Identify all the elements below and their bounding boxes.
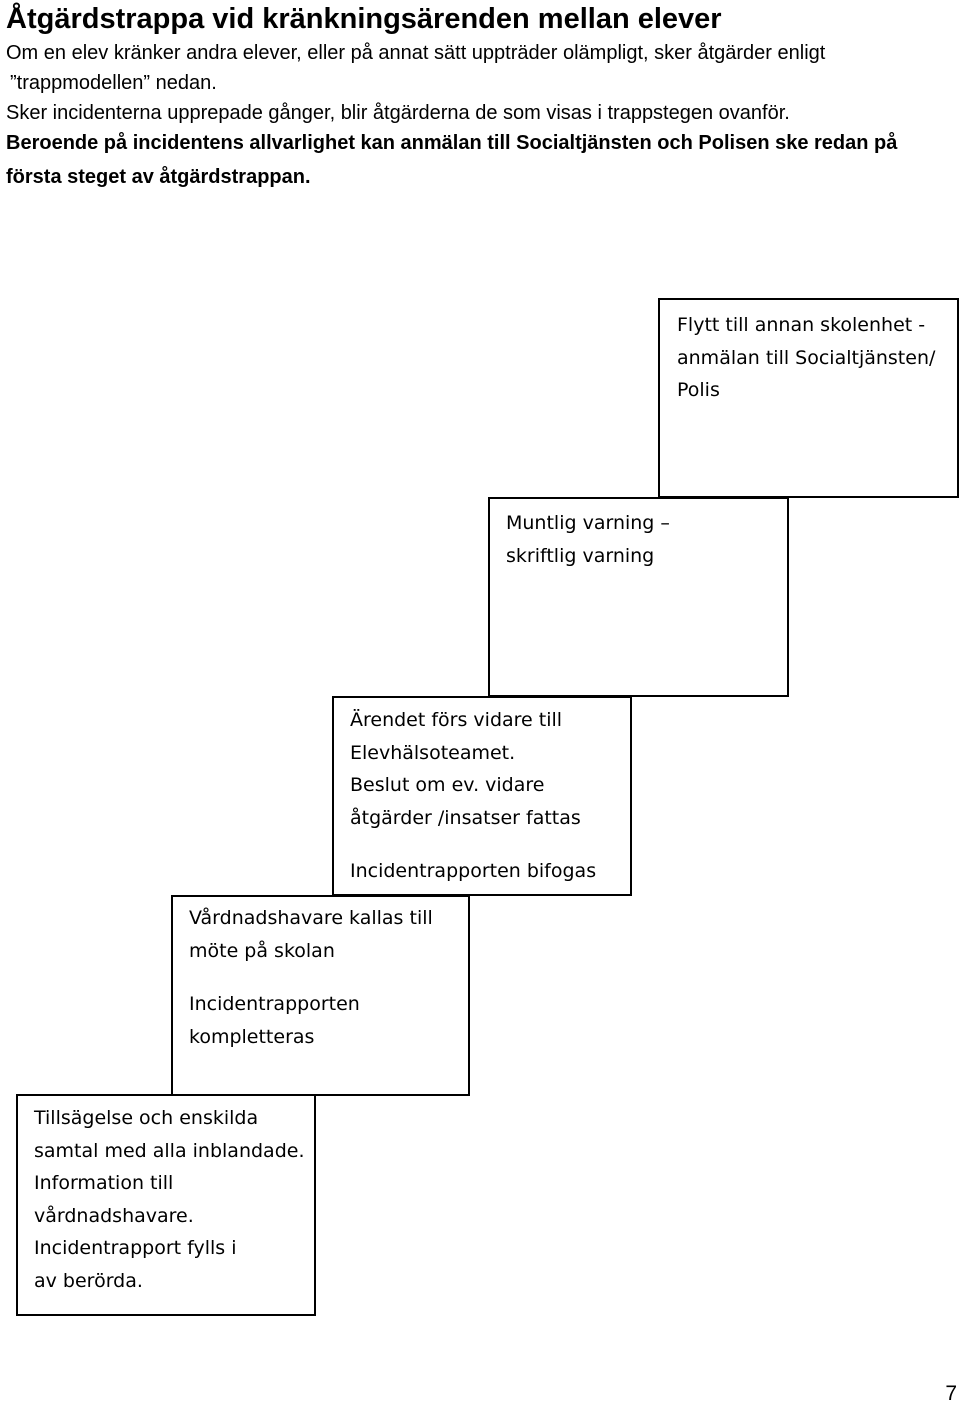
stair-step-1: Tillsägelse och enskilda samtal med alla…	[16, 1094, 316, 1316]
step-2-text-line: Vårdnadshavare kallas till	[189, 907, 433, 929]
step-3-spacer	[350, 834, 630, 855]
step-5-text-line: anmälan till Socialtjänsten/	[677, 346, 936, 369]
step-1-text-line: av berörda.	[34, 1269, 143, 1292]
step-1-text-line: Incidentrapport fylls i	[34, 1237, 237, 1259]
step-3-text-line: Incidentrapporten bifogas	[350, 860, 597, 882]
step-2-spacer	[189, 967, 468, 988]
step-2-text-line: kompletteras	[189, 1025, 315, 1048]
stair-step-3: Ärendet förs vidare till Elevhälsoteamet…	[332, 696, 632, 896]
intro-bold-line: första steget av åtgärdstrappan.	[6, 166, 311, 188]
intro-line: ”trappmodellen” nedan.	[10, 72, 217, 94]
intro-bold-line: Beroende på incidentens allvarlighet kan…	[6, 132, 898, 154]
step-5-text-line: Polis	[677, 379, 720, 401]
step-2-text-line: Incidentrapporten	[189, 993, 360, 1015]
page-title: Åtgärdstrappa vid kränkningsärenden mell…	[6, 3, 722, 35]
page-number: 7	[945, 1382, 957, 1405]
step-4-text-line: skriftlig varning	[506, 544, 655, 567]
stair-step-2: Vårdnadshavare kallas till möte på skola…	[171, 895, 470, 1096]
step-3-text-line: Beslut om ev. vidare	[350, 774, 545, 796]
stair-step-4: Muntlig varning – skriftlig varning	[488, 497, 789, 697]
step-3-text-line: Elevhälsoteamet.	[350, 741, 516, 764]
intro-bold-paragraph: Beroende på incidentens allvarlighet kan…	[6, 126, 951, 194]
step-3-text-line: åtgärder /insatser fattas	[350, 806, 581, 829]
stair-step-5: Flytt till annan skolenhet - anmälan til…	[658, 298, 959, 498]
step-4-text-line: Muntlig varning –	[506, 512, 670, 534]
intro-line: Sker incidenterna upprepade gånger, blir…	[6, 102, 790, 124]
intro-paragraph: Om en elev kränker andra elever, eller p…	[6, 38, 946, 128]
step-2-text-line: möte på skolan	[189, 939, 335, 962]
step-5-text-line: Flytt till annan skolenhet -	[677, 314, 926, 336]
intro-line: Om en elev kränker andra elever, eller p…	[6, 42, 826, 64]
step-1-text-line: Information till	[34, 1172, 174, 1194]
step-1-text-line: Tillsägelse och enskilda	[34, 1107, 259, 1129]
step-3-text-line: Ärendet förs vidare till	[350, 709, 563, 731]
step-1-text-line: samtal med alla inblandade.	[34, 1139, 305, 1162]
step-1-text-line: vårdnadshavare.	[34, 1204, 194, 1227]
